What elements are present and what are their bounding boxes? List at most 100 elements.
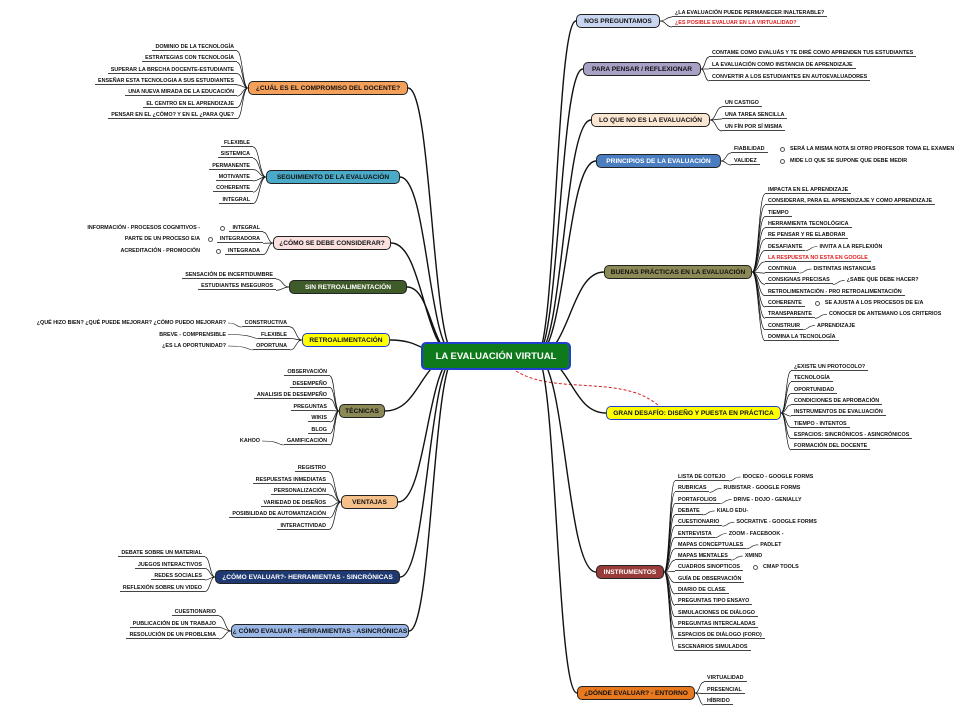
leaf-gran[interactable]: TIEMPO - INTENTOS — [791, 420, 850, 428]
leaf-vent[interactable]: POSIBILIDAD DE AUTOMATIZACIÓN — [229, 510, 329, 518]
leaf-tec[interactable]: GAMIFICACIÓN — [283, 437, 330, 445]
leaf-retro[interactable]: OPORTUNA — [253, 342, 290, 350]
leaf-instr[interactable]: ENTREVISTA — [675, 530, 715, 538]
leaf-instr[interactable]: PREGUNTAS TIPO ENSAYO — [675, 597, 753, 606]
leaf-donde[interactable]: HÍBRIDO — [704, 697, 733, 705]
leaf-retro[interactable]: CONSTRUCTIVA — [241, 319, 290, 327]
leaf-instr[interactable]: SIMULACIONES DE DIÁLOGO — [675, 609, 758, 617]
leaf-noes[interactable]: UN CASTIGO — [722, 99, 762, 107]
branch-donde[interactable]: ¿DÓNDE EVALUAR? - ENTORNO — [577, 686, 695, 700]
leaf-comp[interactable]: ESTRATEGIAS CON TECNOLOGÍA — [142, 54, 237, 63]
leaf-comp[interactable]: EL CENTRO EN EL APRENDIZAJE — [143, 100, 237, 108]
leaf-princ[interactable]: FIABILIDAD — [731, 145, 768, 153]
leaf-gran[interactable]: INSTRUMENTOS DE EVALUACIÓN — [791, 408, 886, 417]
leaf-buenas[interactable]: DESAFIANTE — [765, 243, 806, 251]
leaf-princ[interactable]: VALIDEZ — [731, 157, 760, 165]
leaf-instr[interactable]: RUBRICAS — [675, 484, 710, 493]
leaf-buenas[interactable]: RETROLIMENTACIÓN - PRO RETROALIMENTACIÓN — [765, 288, 905, 296]
branch-tec[interactable]: TÉCNICAS — [339, 404, 385, 418]
leaf-buenas[interactable]: DOMINA LA TECNOLOGÍA — [765, 333, 839, 341]
branch-gran[interactable]: GRAN DESAFÍO: DISEÑO Y PUESTA EN PRÁCTIC… — [606, 406, 781, 420]
leaf-nos[interactable]: ¿ES POSIBLE EVALUAR EN LA VIRTUALIDAD? — [672, 19, 800, 27]
leaf-buenas[interactable]: CONSTRUIR — [765, 322, 804, 330]
leaf-buenas[interactable]: TIEMPO — [765, 209, 792, 217]
leaf-instr[interactable]: PORTAFOLIOS — [675, 496, 720, 504]
leaf-seg[interactable]: FLEXIBLE — [220, 139, 253, 147]
leaf-sinc[interactable]: REFLEXIÓN SOBRE UN VIDEO — [119, 584, 205, 592]
branch-vent[interactable]: VENTAJAS — [341, 495, 398, 509]
leaf-buenas[interactable]: CONSIDERAR, PARA EL APRENDIZAJE Y COMO A… — [765, 197, 936, 206]
leaf-buenas[interactable]: IMPACTA EN EL APRENDIZAJE — [765, 186, 852, 194]
leaf-buenas[interactable]: CONTINUA — [765, 265, 800, 274]
leaf-para[interactable]: CONTAME COMO EVALUÁS Y TE DIRÉ COMO APRE… — [709, 49, 917, 57]
leaf-vent[interactable]: RESPUESTAS INMEDIATAS — [252, 476, 329, 484]
leaf-nos[interactable]: ¿LA EVALUACIÓN PUEDE PERMANECER INALTERA… — [672, 9, 828, 17]
leaf-instr[interactable]: ESCENARIOS SIMULADOS — [675, 643, 751, 651]
leaf-instr[interactable]: GUÍA DE OBSERVACIÓN — [675, 575, 745, 583]
leaf-gran[interactable]: ESPACIOS: SINCRÓNICOS - ASINCRÓNICOS — [791, 431, 913, 439]
leaf-noes[interactable]: UNA TAREA SENCILLA — [722, 111, 788, 119]
leaf-instr[interactable]: DIARIO DE CLASE — [675, 586, 729, 594]
leaf-buenas[interactable]: COHERENTE — [765, 299, 805, 307]
leaf-seg[interactable]: INTEGRAL — [219, 196, 253, 204]
leaf-tec[interactable]: DESEMPEÑO — [289, 380, 330, 388]
leaf-tec[interactable]: WIKIS — [308, 414, 330, 422]
branch-comp[interactable]: ¿CUÁL ES EL COMPROMISO DEL DOCENTE? — [248, 81, 408, 95]
leaf-para[interactable]: LA EVALUACIÓN COMO INSTANCIA DE APRENDIZ… — [709, 61, 856, 69]
leaf-retro[interactable]: FLEXIBLE — [257, 331, 290, 339]
leaf-gran[interactable]: OPORTUNIDAD — [791, 386, 838, 394]
leaf-donde[interactable]: VIRTUALIDAD — [704, 674, 747, 682]
central-topic[interactable]: LA EVALUACIÓN VIRTUAL — [421, 342, 571, 370]
branch-sin[interactable]: SIN RETROALIMENTACIÓN — [289, 280, 407, 294]
leaf-gran[interactable]: CONDICIONES DE APROBACIÓN — [791, 397, 883, 405]
branch-sinc[interactable]: ¿CÓMO EVALUAR?- HERRAMIENTAS - SINCRÓNIC… — [215, 570, 400, 584]
leaf-sin[interactable]: SENSACIÓN DE INCERTIDUMBRE — [182, 271, 276, 279]
leaf-seg[interactable]: MOTIVANTE — [215, 173, 253, 181]
leaf-buenas[interactable]: LA RESPUESTA NO ESTA EN GOOGLE — [765, 254, 871, 262]
leaf-seg[interactable]: SISTEMICA — [217, 150, 253, 159]
leaf-tec[interactable]: BLOG — [308, 426, 330, 434]
leaf-gran[interactable]: ¿EXISTE UN PROTOCOLO? — [791, 363, 869, 371]
leaf-seg[interactable]: PERMANENTE — [209, 162, 253, 170]
leaf-para[interactable]: CONVERTIR A LOS ESTUDIANTES EN AUTOEVALU… — [709, 73, 871, 81]
leaf-buenas[interactable]: TRANSPARENTE — [765, 310, 815, 319]
leaf-tec[interactable]: PREGUNTAS — [290, 403, 330, 411]
leaf-vent[interactable]: INTERACTIVIDAD — [277, 522, 329, 530]
leaf-instr[interactable]: CUESTIONARIO — [675, 518, 723, 527]
leaf-instr[interactable]: MAPAS MENTALES — [675, 552, 731, 561]
leaf-instr[interactable]: ESPACIOS DE DIÁLOGO (FORO) — [675, 631, 765, 640]
leaf-cons[interactable]: INTEGRAL — [229, 224, 263, 232]
leaf-vent[interactable]: PERSONALIZACIÓN — [270, 487, 329, 495]
leaf-seg[interactable]: COHERENTE — [213, 184, 253, 193]
branch-instr[interactable]: INSTRUMENTOS — [596, 565, 664, 579]
branch-nos[interactable]: NOS PREGUNTAMOS — [576, 14, 660, 28]
leaf-sinc[interactable]: REDES SOCIALES — [151, 572, 205, 580]
leaf-sinc[interactable]: DEBATE SOBRE UN MATERIAL — [118, 549, 205, 557]
leaf-buenas[interactable]: RE PENSAR Y RE ELABORAR — [765, 231, 849, 240]
leaf-sinc[interactable]: JUEGOS INTERACTIVOS — [134, 561, 205, 569]
leaf-instr[interactable]: CUADROS SINOPTICOS — [675, 563, 743, 572]
leaf-sin[interactable]: ESTUDIANTES INSEGUROS — [198, 282, 276, 291]
leaf-cons[interactable]: INTEGRADORA — [216, 235, 263, 244]
leaf-cons[interactable]: INTEGRADA — [224, 247, 263, 255]
leaf-gran[interactable]: TECNOLOGÍA — [791, 374, 833, 383]
leaf-tec[interactable]: OBSERVACIÓN — [284, 368, 330, 376]
leaf-buenas[interactable]: HERRAMIENTA TECNOLÓGICA — [765, 220, 852, 228]
leaf-comp[interactable]: SUPERAR LA BRECHA DOCENTE-ESTUDIANTE — [107, 66, 237, 74]
leaf-comp[interactable]: UNA NUEVA MIRADA DE LA EDUCACIÓN — [125, 88, 237, 97]
leaf-comp[interactable]: PENSAR EN EL ¿CÓMO? Y EN EL ¿PARA QUE? — [108, 111, 237, 119]
leaf-asinc[interactable]: PUBLICACIÓN DE UN TRABAJO — [129, 620, 219, 628]
branch-seg[interactable]: SEGUIMIENTO DE LA EVALUACIÓN — [266, 170, 400, 184]
branch-princ[interactable]: PRINCIPIOS DE LA EVALUACIÓN — [596, 154, 721, 168]
branch-retro[interactable]: RETROALIMENTACIÓN — [302, 333, 390, 347]
leaf-vent[interactable]: REGISTRO — [294, 464, 329, 472]
leaf-instr[interactable]: MAPAS CONCEPTUALES — [675, 541, 747, 549]
branch-asinc[interactable]: ¿ CÓMO EVALUAR - HERRAMIENTAS - ASINCRÓN… — [231, 624, 409, 638]
leaf-instr[interactable]: LISTA DE COTEJO — [675, 473, 729, 481]
leaf-instr[interactable]: DEBATE — [675, 507, 703, 515]
leaf-comp[interactable]: ENSEÑAR ESTA TECNOLOGIA A SUS ESTUDIANTE… — [95, 77, 237, 85]
leaf-instr[interactable]: PREGUNTAS INTERCALADAS — [675, 620, 759, 628]
leaf-tec[interactable]: ANALISIS DE DESEMPEÑO — [253, 391, 330, 399]
leaf-asinc[interactable]: RESOLUCIÓN DE UN PROBLEMA — [126, 631, 219, 639]
branch-para[interactable]: PARA PENSAR / REFLEXIONAR — [583, 62, 701, 76]
